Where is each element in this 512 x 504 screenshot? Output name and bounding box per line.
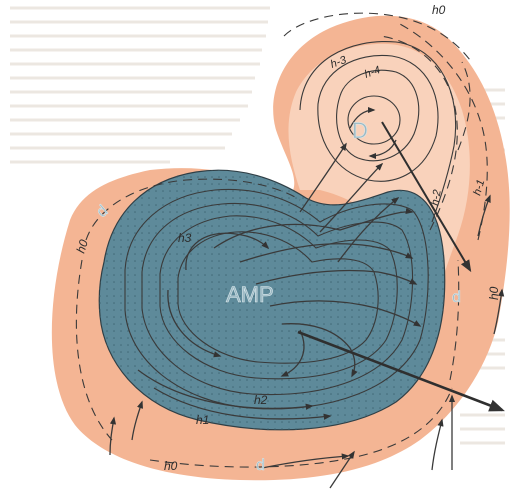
label-h3: h3 <box>178 231 192 245</box>
label-d-right: d <box>452 289 461 306</box>
outflow-arrows <box>297 121 505 412</box>
label-amp: AMP <box>226 282 274 307</box>
amp-dot-texture <box>99 170 445 430</box>
label-h1: h1 <box>196 413 209 427</box>
label-low-d: D <box>352 118 368 143</box>
outer-boundary <box>75 12 505 489</box>
label-h-4: h-4 <box>363 64 382 81</box>
label-h-1: h-1 <box>471 178 487 197</box>
label-d-bottom: d <box>256 457 265 474</box>
label-h-2: h-2 <box>429 189 444 207</box>
label-h0-right: h0 <box>487 286 501 300</box>
label-h0-top: h0 <box>432 3 446 17</box>
amp-anticyclone <box>98 169 446 431</box>
low-isobars <box>299 23 488 241</box>
label-h0-left: h0 <box>74 238 92 255</box>
label-h-3: h-3 <box>329 54 349 71</box>
label-h0-bottom: h0 <box>164 459 178 473</box>
label-h2: h2 <box>254 393 268 407</box>
flow-lines <box>137 142 422 420</box>
